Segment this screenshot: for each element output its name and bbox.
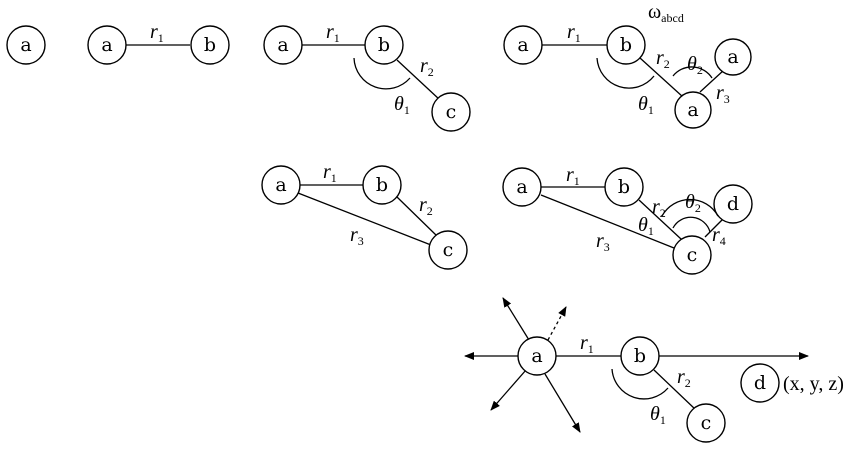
panel-angle: r1 r2 θ1 a b c [263, 21, 471, 132]
bond-label-r4: r4 [712, 224, 726, 248]
atom-a: a [503, 25, 543, 65]
atom-a: a [714, 38, 752, 76]
atom-d: d [713, 184, 753, 224]
bond-label-r1: r1 [323, 161, 337, 185]
atom-label: a [277, 34, 288, 56]
atom-d: d [740, 363, 780, 403]
angle-arc-theta2 [672, 66, 713, 79]
bond-bc [396, 59, 441, 101]
atom-label: d [754, 372, 766, 394]
bond-ac [540, 194, 675, 249]
bond-label-r2: r2 [656, 47, 670, 71]
direction-arrow-up-left [502, 297, 530, 341]
bond-ac [297, 192, 432, 246]
atom-label: b [204, 34, 216, 56]
atom-label: c [687, 244, 698, 266]
atom-label: c [443, 239, 454, 261]
bond-label-r3: r3 [350, 224, 364, 248]
bond-label-r1: r1 [326, 21, 340, 45]
angle-label-theta1: θ1 [638, 93, 654, 117]
bond-cd [704, 218, 724, 238]
bond-label-r1: r1 [580, 332, 594, 356]
atom-label: b [378, 34, 390, 56]
angle-label-theta2: θ2 [687, 53, 703, 77]
direction-arrow-up-right-dashed [547, 306, 567, 341]
panel-ring-with-dihedral: r1 r2 θ2 θ1 r4 r3 a b d c [502, 164, 753, 275]
atom-label: a [101, 34, 112, 56]
bond-label-r3: r3 [716, 82, 730, 106]
atom-a: a [261, 165, 301, 205]
angle-arc-theta1 [672, 216, 711, 233]
bond-label-r2: r2 [420, 55, 434, 79]
bond-label-r2: r2 [677, 366, 691, 390]
direction-arrow-down-right [544, 373, 581, 433]
atom-a: a [517, 336, 557, 376]
dihedral-label-omega: ωabcd [648, 1, 684, 25]
atom-label: a [516, 176, 527, 198]
atom-a: a [674, 91, 712, 129]
atom-a: a [263, 25, 303, 65]
atom-label: a [687, 99, 698, 121]
atom-c: c [431, 92, 471, 132]
atom-label: c [446, 101, 457, 123]
bond-label-r1: r1 [150, 21, 164, 45]
panel-new-atom-placement: r1 r2 θ1 a b c d (x, y, z) [464, 297, 844, 443]
panel-ring-closure: r1 r2 r3 a b c [261, 161, 468, 270]
bond-aa [699, 69, 725, 93]
bond-bc [396, 196, 438, 237]
angle-arc-theta2 [661, 198, 719, 217]
atom-label: a [727, 46, 738, 68]
atom-label: a [275, 174, 286, 196]
atom-b: b [362, 165, 402, 205]
angle-arc-theta1 [353, 57, 411, 90]
atom-label: a [517, 34, 528, 56]
atom-b: b [604, 167, 644, 207]
direction-arrow-down-left [490, 369, 527, 411]
angle-arc-theta1 [596, 57, 655, 89]
angle-label-theta1: θ1 [650, 403, 666, 427]
atom-c: c [428, 230, 468, 270]
atom-b: b [620, 336, 660, 376]
angle-label-theta1: θ1 [394, 93, 410, 117]
panel-dihedral: ωabcd r1 r2 θ2 r3 θ1 a b a a [503, 1, 752, 129]
atom-b: b [190, 25, 230, 65]
atom-b: b [364, 25, 404, 65]
bond-label-r3: r3 [596, 230, 610, 254]
panel-single-atom: a [6, 25, 46, 65]
bond-label-r1: r1 [567, 21, 581, 45]
coordinates-label: (x, y, z) [783, 373, 844, 395]
atom-label: b [634, 345, 646, 367]
atom-label: a [531, 345, 542, 367]
bond-ba [639, 57, 684, 98]
angle-label-theta2: θ2 [685, 191, 701, 215]
atom-label: d [727, 193, 739, 215]
atom-label: b [376, 174, 388, 196]
atom-label: b [620, 34, 632, 56]
atom-c: c [686, 403, 726, 443]
bond-bc [638, 199, 682, 240]
atom-label: b [618, 176, 630, 198]
angle-arc-theta1 [611, 368, 669, 400]
atom-b: b [606, 25, 646, 65]
atom-a: a [87, 25, 127, 65]
bond-label-r2: r2 [419, 194, 433, 218]
atom-label: c [701, 412, 712, 434]
bond-bc [653, 369, 697, 411]
panel-bond: r1 a b [87, 21, 230, 65]
bond-label-r2: r2 [652, 196, 666, 220]
bond-label-r1: r1 [566, 164, 580, 188]
angle-label-theta1: θ1 [638, 214, 654, 238]
atom-a: a [502, 167, 542, 207]
atom-a: a [6, 25, 46, 65]
atom-label: a [20, 34, 31, 56]
atom-c: c [672, 235, 712, 275]
